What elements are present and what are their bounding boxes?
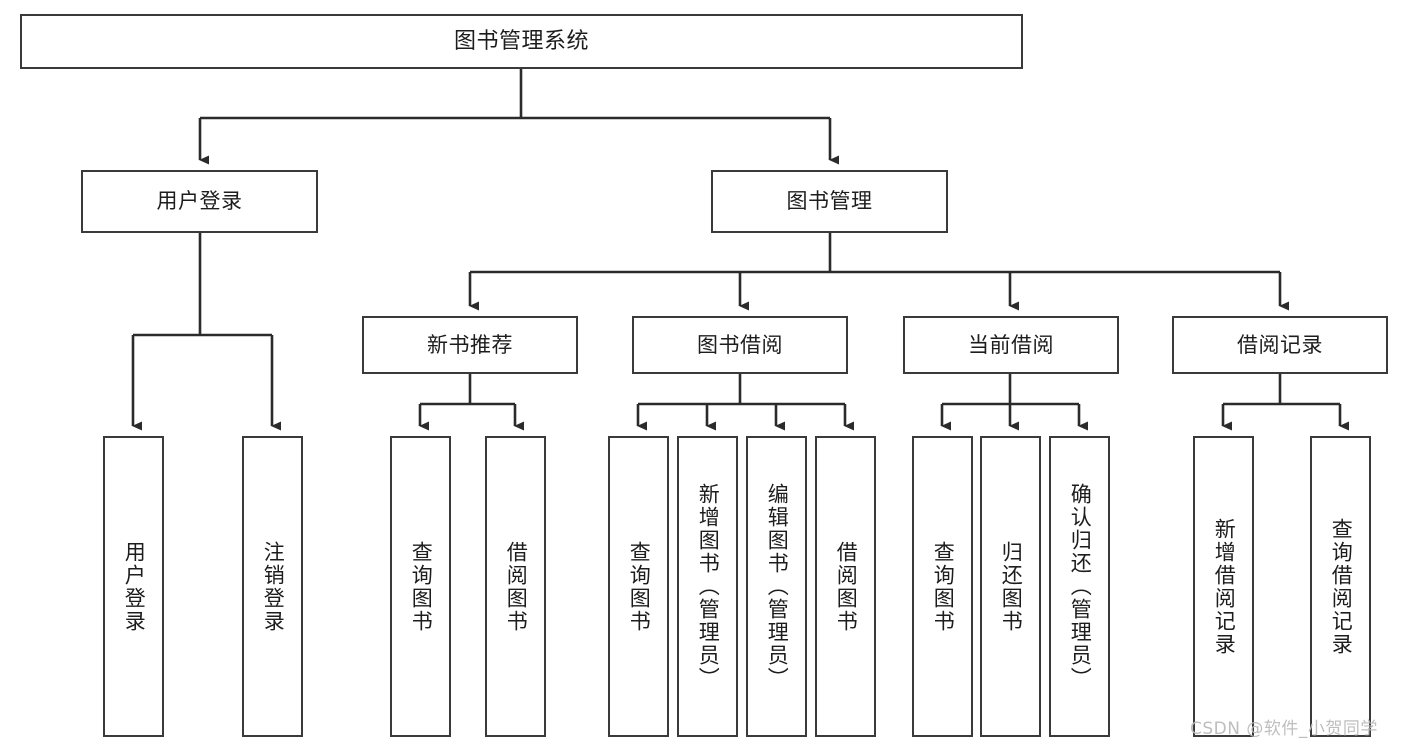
node-leaf-query-record[interactable]: 查询借阅记录: [1310, 436, 1371, 737]
node-book-borrow-label: 图书借阅: [697, 332, 783, 357]
node-leaf-borrow-book-2[interactable]: 借阅图书: [815, 436, 876, 737]
node-leaf-add-record[interactable]: 新增借阅记录: [1193, 436, 1254, 737]
node-book-manage-label: 图书管理: [786, 189, 873, 214]
node-leaf-add-book[interactable]: 新增图书（管理员）: [677, 436, 738, 737]
node-user-login-label: 用户登录: [156, 189, 243, 214]
node-current-borrow[interactable]: 当前借阅: [903, 316, 1119, 374]
node-borrow-record[interactable]: 借阅记录: [1172, 316, 1388, 374]
node-leaf-borrow-book-1[interactable]: 借阅图书: [485, 436, 546, 737]
node-leaf-add-book-label: 新增图书（管理员）: [696, 483, 721, 690]
node-leaf-borrow-book-2-label: 借阅图书: [834, 540, 859, 633]
node-leaf-user-login[interactable]: 用户登录: [103, 436, 164, 737]
node-leaf-user-login-label: 用户登录: [122, 540, 147, 633]
node-current-borrow-label: 当前借阅: [968, 332, 1054, 357]
node-leaf-edit-book-label: 编辑图书（管理员）: [765, 483, 790, 690]
node-leaf-borrow-book-1-label: 借阅图书: [504, 540, 529, 633]
node-book-manage[interactable]: 图书管理: [711, 170, 948, 233]
node-leaf-query-book-1-label: 查询图书: [409, 540, 434, 633]
node-root-label: 图书管理系统: [453, 28, 589, 54]
node-leaf-edit-book[interactable]: 编辑图书（管理员）: [746, 436, 807, 737]
node-leaf-confirm-return-label: 确认归还（管理员）: [1068, 483, 1093, 690]
node-leaf-user-logout-label: 注销登录: [261, 540, 286, 633]
node-leaf-query-book-3[interactable]: 查询图书: [912, 436, 973, 737]
node-root[interactable]: 图书管理系统: [20, 14, 1023, 69]
csdn-watermark: CSDN @软件_小贺同学: [1190, 719, 1378, 739]
node-new-book-recommend[interactable]: 新书推荐: [362, 316, 578, 374]
node-leaf-query-book-3-label: 查询图书: [931, 540, 956, 633]
node-leaf-return-book[interactable]: 归还图书: [980, 436, 1041, 737]
node-borrow-record-label: 借阅记录: [1237, 332, 1323, 357]
node-user-login[interactable]: 用户登录: [81, 170, 318, 233]
node-leaf-query-record-label: 查询借阅记录: [1329, 517, 1354, 656]
node-leaf-user-logout[interactable]: 注销登录: [242, 436, 303, 737]
node-leaf-confirm-return[interactable]: 确认归还（管理员）: [1049, 436, 1110, 737]
node-leaf-return-book-label: 归还图书: [999, 540, 1024, 633]
node-leaf-query-book-1[interactable]: 查询图书: [390, 436, 451, 737]
node-new-book-recommend-label: 新书推荐: [427, 332, 513, 357]
node-leaf-query-book-2-label: 查询图书: [627, 540, 652, 633]
node-leaf-add-record-label: 新增借阅记录: [1212, 517, 1237, 656]
node-book-borrow[interactable]: 图书借阅: [632, 316, 848, 374]
node-leaf-query-book-2[interactable]: 查询图书: [608, 436, 669, 737]
